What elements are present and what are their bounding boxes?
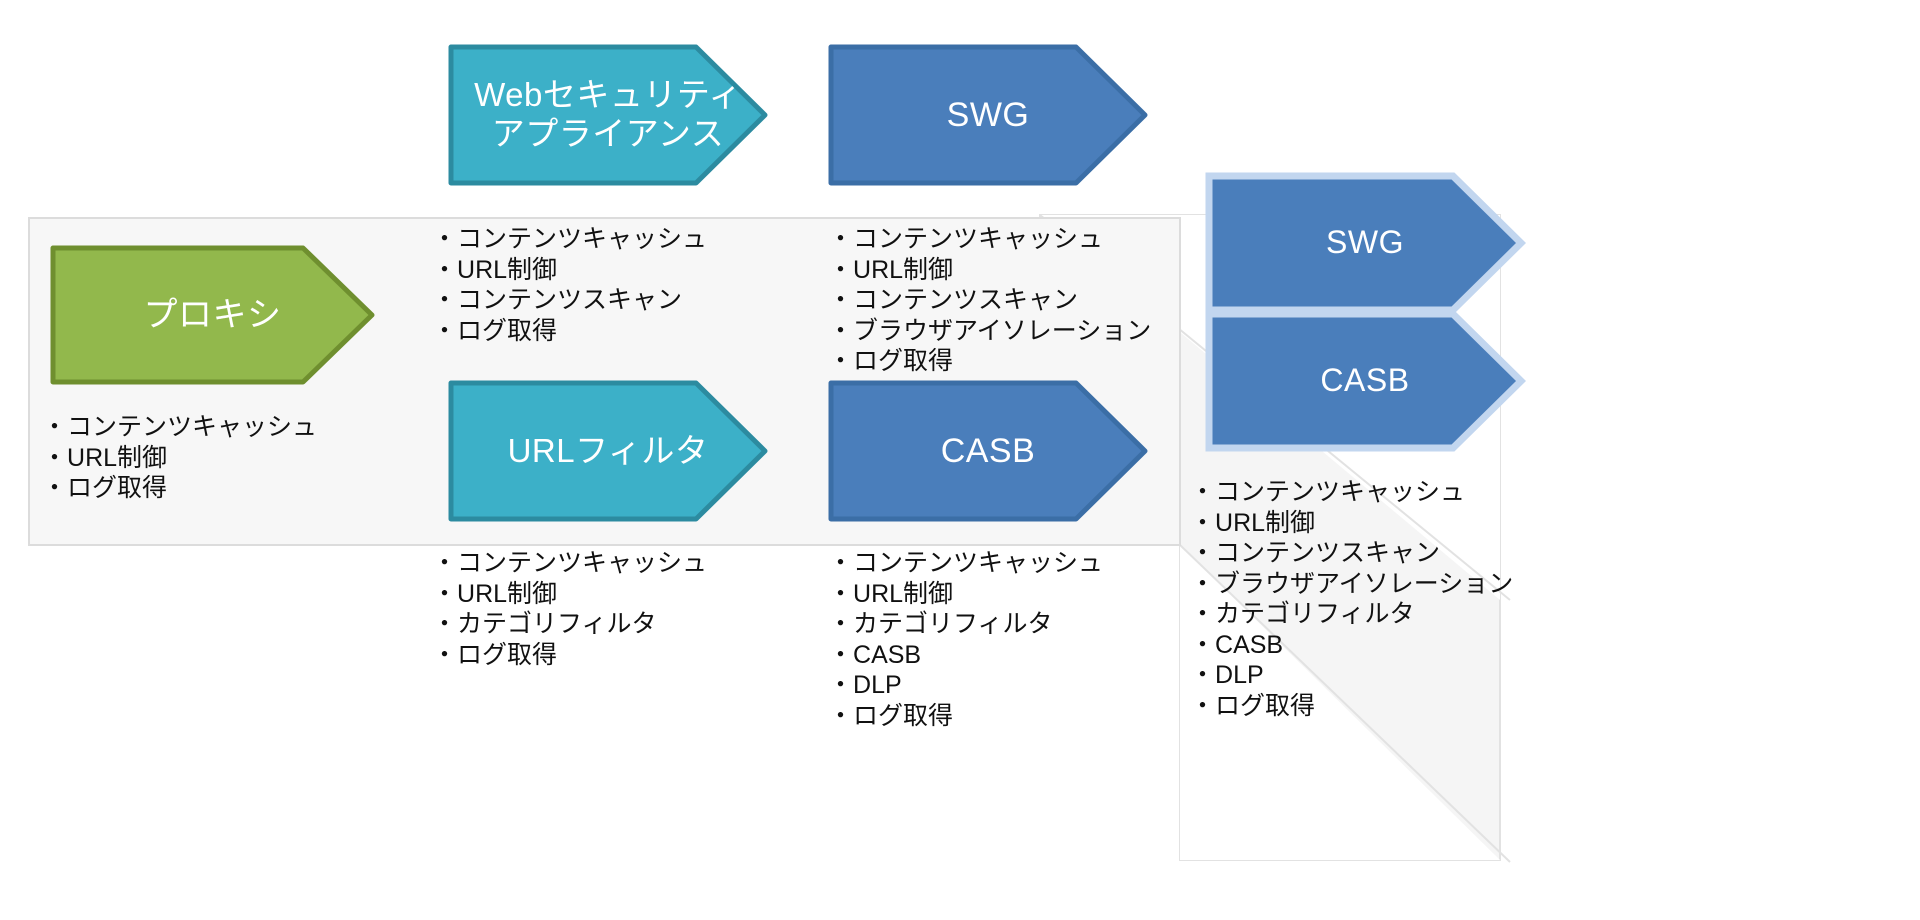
chevron-shape-green bbox=[50, 245, 375, 385]
feature-item: URL制御 bbox=[432, 255, 707, 286]
feature-item: URL制御 bbox=[1190, 508, 1513, 539]
chevron-shape-teal-2 bbox=[448, 380, 768, 522]
feature-item: ログ取得 bbox=[432, 316, 707, 347]
feature-item: URL制御 bbox=[42, 443, 317, 474]
chevron-shape-blue-outlined-bottom bbox=[1205, 310, 1526, 452]
feature-list-casb: コンテンツキャッシュ URL制御 カテゴリフィルタ CASB DLP ログ取得 bbox=[828, 548, 1103, 731]
stage-shape-integrated-casb[interactable]: CASB bbox=[1205, 310, 1526, 452]
feature-item: カテゴリフィルタ bbox=[432, 609, 707, 640]
feature-item: URL制御 bbox=[828, 255, 1151, 286]
feature-item: コンテンツキャッシュ bbox=[828, 224, 1151, 255]
stage-shape-casb[interactable]: CASB bbox=[828, 380, 1148, 522]
feature-list-swg: コンテンツキャッシュ URL制御 コンテンツスキャン ブラウザアイソレーション … bbox=[828, 224, 1151, 377]
feature-item: CASB bbox=[828, 640, 1103, 671]
stage-shape-integrated-swg[interactable]: SWG bbox=[1205, 172, 1526, 314]
stage-shape-swg[interactable]: SWG bbox=[828, 44, 1148, 186]
feature-item: コンテンツキャッシュ bbox=[432, 224, 707, 255]
feature-item: ブラウザアイソレーション bbox=[1190, 569, 1513, 600]
feature-item: コンテンツスキャン bbox=[1190, 538, 1513, 569]
feature-list-url-filter: コンテンツキャッシュ URL制御 カテゴリフィルタ ログ取得 bbox=[432, 548, 707, 670]
feature-item: URL制御 bbox=[828, 579, 1103, 610]
feature-item: DLP bbox=[828, 670, 1103, 701]
feature-item: ログ取得 bbox=[828, 346, 1151, 377]
feature-item: ブラウザアイソレーション bbox=[828, 316, 1151, 347]
feature-item: カテゴリフィルタ bbox=[1190, 599, 1513, 630]
feature-item: コンテンツキャッシュ bbox=[828, 548, 1103, 579]
feature-item: ログ取得 bbox=[432, 640, 707, 671]
chevron-shape-blue bbox=[828, 44, 1148, 186]
feature-item: DLP bbox=[1190, 660, 1513, 691]
chevron-shape-blue-outlined-top bbox=[1205, 172, 1526, 314]
stage-shape-proxy[interactable]: プロキシ bbox=[50, 245, 375, 385]
feature-item: カテゴリフィルタ bbox=[828, 609, 1103, 640]
feature-item: CASB bbox=[1190, 630, 1513, 661]
feature-list-proxy: コンテンツキャッシュ URL制御 ログ取得 bbox=[42, 412, 317, 504]
feature-item: ログ取得 bbox=[42, 473, 317, 504]
feature-item: コンテンツキャッシュ bbox=[1190, 477, 1513, 508]
chevron-shape-blue-2 bbox=[828, 380, 1148, 522]
feature-item: コンテンツキャッシュ bbox=[42, 412, 317, 443]
feature-item: コンテンツスキャン bbox=[432, 285, 707, 316]
feature-list-web-security-appliance: コンテンツキャッシュ URL制御 コンテンツスキャン ログ取得 bbox=[432, 224, 707, 346]
feature-list-integrated: コンテンツキャッシュ URL制御 コンテンツスキャン ブラウザアイソレーション … bbox=[1190, 477, 1513, 721]
stage-shape-web-security-appliance[interactable]: Webセキュリティ アプライアンス bbox=[448, 44, 768, 186]
feature-item: コンテンツキャッシュ bbox=[432, 548, 707, 579]
feature-item: コンテンツスキャン bbox=[828, 285, 1151, 316]
feature-item: URL制御 bbox=[432, 579, 707, 610]
feature-item: ログ取得 bbox=[828, 701, 1103, 732]
chevron-shape-teal bbox=[448, 44, 768, 186]
feature-item: ログ取得 bbox=[1190, 691, 1513, 722]
stage-shape-url-filter[interactable]: URLフィルタ bbox=[448, 380, 768, 522]
